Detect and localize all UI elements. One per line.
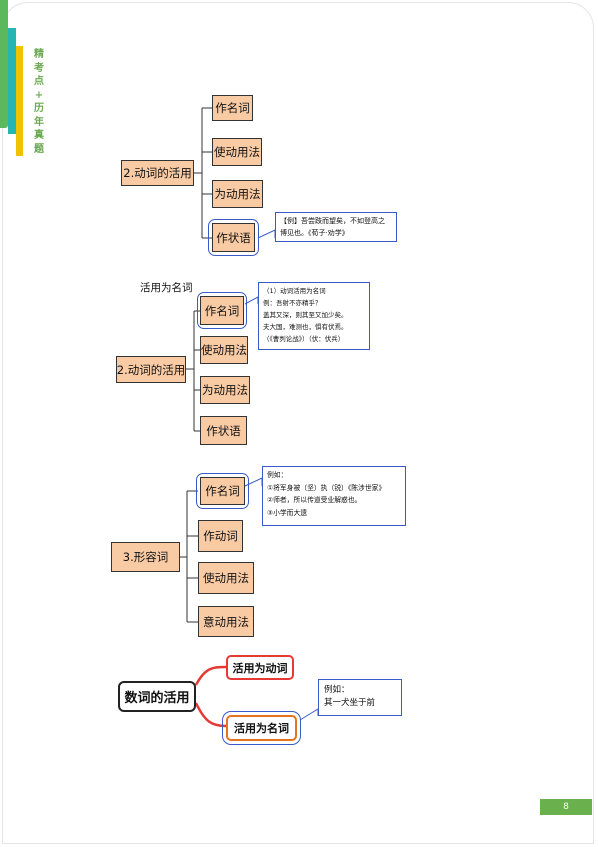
d4-branch-verb-box: 活用为动词 [226,655,294,680]
d2-root-box: 2.动词的活用 [116,356,186,383]
d2-branch-box: 使动用法 [200,336,248,364]
note-line: 盖其又深，则其至又加少矣。 [263,311,348,319]
d3-highlight-ring [196,473,249,509]
d3-branch-box: 意动用法 [198,606,254,637]
d3-branch-box: 作动词 [198,520,243,552]
d2-heading: 活用为名词 [140,282,193,294]
d1-branch-box: 为动用法 [212,180,263,208]
d2-branch-box: 作状语 [200,416,247,445]
d1-highlight-ring [208,219,259,256]
d4-example-note: 例如： 其一犬坐于前 [318,679,402,716]
note-line: 例如： [267,471,288,479]
note-line: 例如： [324,685,350,695]
note-line: ③小学而大遗 [267,508,308,517]
d3-example-note: 例如： ①将军身被（坚）执（锐）《陈涉世家》 ②师者，所以传道受业解惑也。 ③小… [262,466,406,526]
note-line: ②师者，所以传道受业解惑也。 [267,496,362,504]
d1-example-note: 【例】吾尝跂而望矣，不如登高之 博见也。《荀子·劝学》 [275,212,397,242]
sidebar-stripe-yellow [16,46,23,156]
d3-root-box: 3.形容词 [111,542,180,572]
sidebar-stripe-teal [8,28,16,134]
sidebar-title-char: 年 [34,116,44,128]
note-line: 【例】吾尝跂而望矣，不如登高之 [280,217,385,225]
d4-branch-noun-box: 活用为名词 [226,715,297,741]
d1-root-box: 2.动词的活用 [121,160,194,186]
note-line: （《曹刿论战》）（伏：伏兵） [263,335,345,343]
d3-branch-box: 作名词 [200,477,245,505]
page-number: 8 [540,799,592,815]
note-line: ①将军身被（坚）执（锐）《陈涉世家》 [267,483,386,492]
d2-branch-box: 作名词 [200,296,244,325]
sidebar-title-char: 题 [34,143,44,155]
sidebar-title-char: + [34,89,44,101]
d2-branch-box: 为动用法 [200,376,250,404]
sidebar-stripe-green [0,0,8,128]
sidebar-title-char: 历 [34,103,44,114]
note-line: （1）动词活用为名词 [263,287,326,295]
d4-highlight-ring [222,711,301,745]
d4-root-box: 数词的活用 [118,681,196,712]
sidebar-title-char: 精 [34,49,44,60]
d1-branch-box: 作状语 [212,223,255,252]
sidebar-title-char: 点 [34,76,44,87]
sidebar-title-char: 真 [34,130,44,141]
d3-branch-box: 使动用法 [198,562,254,594]
note-line: 其一犬坐于前 [324,698,376,708]
sidebar-title-char: 考 [34,62,44,74]
d2-example-note: （1）动词活用为名词 例：吾射不亦精乎？ 盖其又深，则其至又加少矣。 夫大国，难… [258,282,370,350]
d1-branch-box: 作名词 [212,95,253,121]
note-line: 例：吾射不亦精乎？ [263,299,322,307]
d2-highlight-ring [197,292,247,329]
note-line: 博见也。《荀子·劝学》 [280,229,349,237]
d1-branch-box: 使动用法 [212,138,262,166]
sidebar-title: 精 考 点 + 历 年 真 题 [32,48,46,156]
note-line: 夫大国，难测也，惧有伏焉。 [263,323,348,331]
